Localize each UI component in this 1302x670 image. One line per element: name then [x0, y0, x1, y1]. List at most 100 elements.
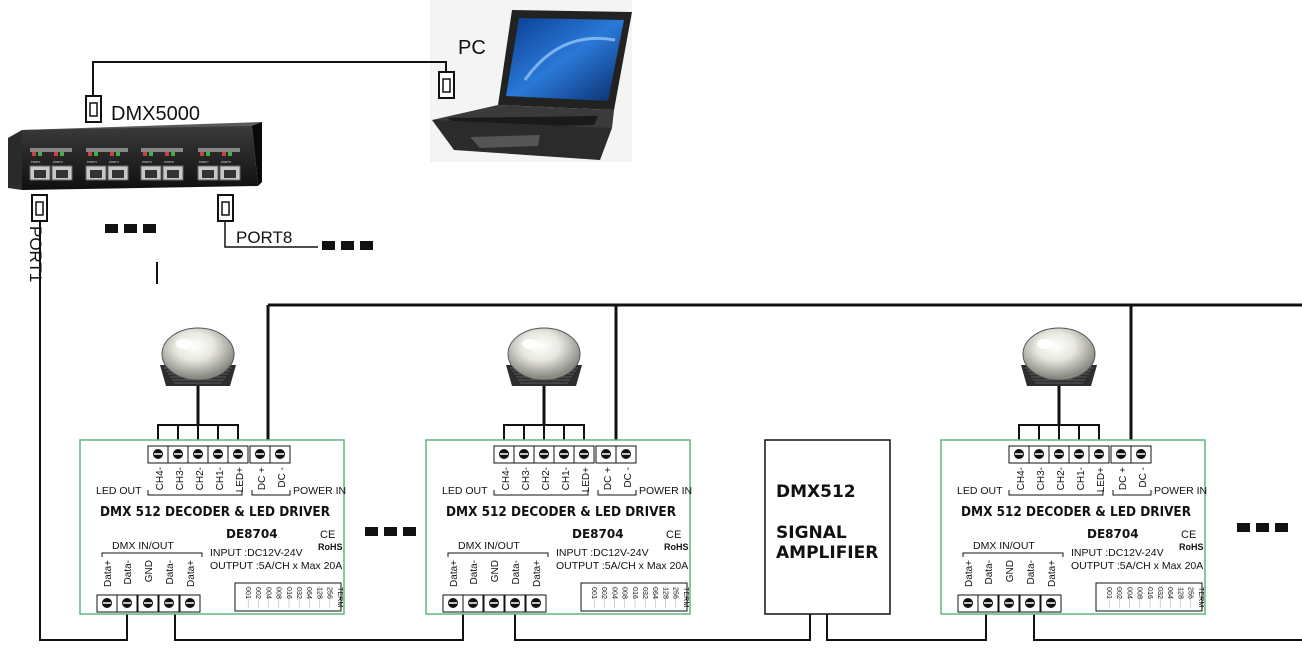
dip-label: 001: [244, 587, 253, 599]
screw-terminal-icon: [269, 445, 291, 464]
power-in-label: POWER IN: [1154, 485, 1207, 497]
screw-terminal-icon: [1040, 594, 1062, 613]
dip-label: 008: [275, 587, 284, 599]
screw-terminal-icon: [207, 445, 229, 464]
rohs-mark-icon: RoHS: [664, 542, 689, 552]
screw-terminal-icon: [1110, 445, 1132, 464]
screw-terminal-icon: [553, 445, 575, 464]
dip-label: 016: [1146, 587, 1155, 599]
dip-label: 256: [1187, 587, 1196, 599]
port-status-led-icon: [143, 152, 153, 156]
screw-terminal-icon: [1048, 445, 1070, 464]
screw-terminal-icon: [462, 594, 484, 613]
port-status-led-icon: [165, 152, 175, 156]
screw-terminal-icon: [1028, 445, 1050, 464]
terminal-label-bottom: GND: [1005, 560, 1016, 582]
screw-terminal-icon: [573, 445, 595, 464]
rohs-mark-icon: RoHS: [1179, 542, 1204, 552]
terminal-label-top: CH1-: [215, 467, 226, 490]
rohs-mark-icon: RoHS: [318, 542, 343, 552]
amplifier-line3: AMPLIFIER: [776, 543, 878, 563]
dip-label: 001: [590, 587, 599, 599]
terminal-label-top: DC +: [257, 467, 268, 490]
screw-terminal-icon: [137, 594, 159, 613]
terminal-label-top: DC +: [603, 467, 614, 490]
dip-label: TERM: [682, 587, 691, 607]
input-spec: INPUT :DC12V-24V: [1071, 547, 1164, 559]
terminal-label-bottom: GND: [490, 560, 501, 582]
dip-label: 128: [315, 587, 324, 599]
terminal-label-bottom: Data+: [964, 560, 975, 587]
terminal-label-top: DC -: [623, 467, 634, 488]
screw-terminal-icon: [116, 594, 138, 613]
dip-label: 004: [1125, 587, 1134, 599]
terminal-label-top: CH4-: [155, 467, 166, 490]
dip-label: TERM: [1197, 587, 1206, 607]
dip-label: 008: [1136, 587, 1145, 599]
dip-label: 008: [621, 587, 630, 599]
dmx-bracket: [962, 552, 1064, 557]
terminal-label-top: CH3-: [521, 467, 532, 490]
terminal-label-top: CH3-: [1036, 467, 1047, 490]
ellipsis-marks-hub: [105, 224, 373, 284]
terminal-label-bottom: Data-: [511, 560, 522, 584]
terminal-label-top: CH3-: [175, 467, 186, 490]
screw-terminal-icon: [615, 445, 637, 464]
power-in-bracket: [1112, 490, 1152, 496]
power-in-label: POWER IN: [639, 485, 692, 497]
port-led-label: PORT1: [31, 160, 41, 164]
power-bus-wires: [266, 303, 1302, 446]
port-status-led-icon: [200, 152, 210, 156]
led-out-label: LED OUT: [442, 485, 488, 497]
screw-terminal-icon: [1130, 445, 1152, 464]
driver-model: DE8704: [226, 527, 278, 541]
port1-label: PORT1: [26, 226, 45, 282]
screw-terminal-icon: [595, 445, 617, 464]
screw-terminal-icon: [227, 445, 249, 464]
led-out-label: LED OUT: [96, 485, 142, 497]
dip-label: 128: [1176, 587, 1185, 599]
screw-terminal-icon: [1019, 594, 1041, 613]
terminal-label-top: LED+: [1096, 467, 1107, 492]
port8-label: PORT8: [236, 228, 292, 247]
terminal-label-top: DC +: [1118, 467, 1129, 490]
dip-label: 064: [1166, 587, 1175, 599]
screw-terminal-icon: [998, 594, 1020, 613]
dip-label: 256: [672, 587, 681, 599]
port-status-led-icon: [222, 152, 232, 156]
terminal-label-top: CH1-: [1076, 467, 1087, 490]
dip-label: 002: [1115, 587, 1124, 599]
ce-mark-icon: CE: [320, 529, 335, 541]
dip-label: 016: [631, 587, 640, 599]
amplifier-line1: DMX512: [776, 482, 856, 502]
terminal-label-bottom: Data+: [186, 560, 197, 587]
screw-terminal-icon: [525, 594, 547, 613]
terminal-label-top: CH2-: [195, 467, 206, 490]
driver-title: DMX 512 DECODER & LED DRIVER: [961, 505, 1191, 520]
usb-plug-icon: [438, 71, 455, 99]
dmx-group-label: DMX IN/OUT: [458, 540, 520, 552]
dip-label: 002: [600, 587, 609, 599]
led-out-bracket: [493, 490, 589, 496]
screw-terminal-icon: [96, 594, 118, 613]
ce-mark-icon: CE: [666, 529, 681, 541]
port-status-led-icon: [88, 152, 98, 156]
dmx-bracket: [101, 552, 203, 557]
input-spec: INPUT :DC12V-24V: [210, 547, 303, 559]
terminal-label-bottom: Data-: [1026, 560, 1037, 584]
amplifier-line2: SIGNAL: [776, 523, 847, 543]
screw-terminal-icon: [1088, 445, 1110, 464]
port-led-label: PORT7: [199, 160, 209, 164]
port-led-label: PORT5: [142, 160, 152, 164]
pc-hub-cable: [92, 61, 447, 96]
terminal-label-bottom: Data+: [449, 560, 460, 587]
hub-name-label: DMX5000: [111, 103, 200, 125]
laptop-icon: [430, 0, 632, 162]
